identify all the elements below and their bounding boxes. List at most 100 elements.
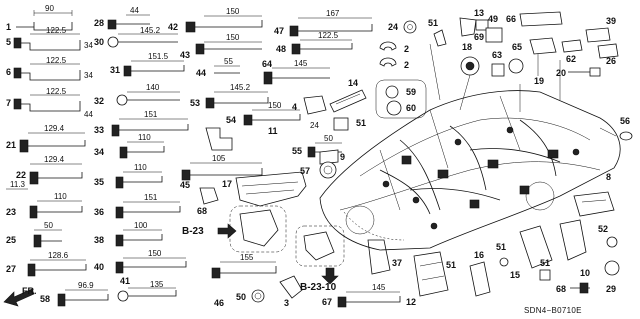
ref-b23: B-23 [182,226,204,237]
callout-47: 47 [274,26,284,36]
dim-22b: 11.3 [10,180,26,189]
front-label: FR. [22,286,37,296]
part-44-group: 44 55 [196,57,240,78]
callout-60: 60 [406,103,416,113]
callout-14: 13 [474,8,484,18]
callout-52: 52 [598,224,608,234]
dim-38: 100 [134,221,148,230]
dim-1: 90 [45,4,54,13]
part-16-group: 16 [469,250,491,297]
dim-5b: 34 [84,41,93,50]
part-68-group: 68 [197,187,219,216]
dim-28: 44 [130,6,139,15]
part-65-group: 66 [506,11,563,27]
part-35-group: 35 110 [94,163,163,189]
dim-54b: 24 [310,121,319,130]
callout-12: 12 [406,297,416,307]
callout-59: 59 [406,87,416,97]
part-51e-group: 51 [413,251,456,297]
dim-33: 151 [144,110,158,119]
callout-37: 37 [392,258,402,268]
part-4-group: 4 [292,95,327,115]
dim-43: 150 [226,33,240,42]
dim-45: 105 [212,154,226,163]
callout-46: 46 [214,298,224,308]
part-28-group: 28 44 [94,6,150,30]
dim-55: 50 [324,134,333,143]
dim-41: 135 [150,280,164,289]
part-64-group: 64 145 [262,59,330,85]
dim-6b: 34 [84,71,93,80]
dim-54: 150 [268,101,282,110]
part-47-group: 47 167 [274,9,373,37]
part-19-group: 19 [529,37,557,86]
dim-46: 155 [240,253,254,262]
callout-13: 14 [348,78,358,88]
part-12-group: 12 [406,297,416,307]
dim-36: 151 [144,193,158,202]
dim-53: 145.2 [230,83,251,92]
part-39-group: 29 [604,260,620,294]
callout-30: 30 [94,37,104,47]
part-2-group: 2 2 [379,41,409,70]
callout-8: 8 [606,172,611,182]
callout-42: 42 [168,22,178,32]
callout-11: 11 [268,126,278,136]
callout-56: 56 [620,116,630,126]
part-31-group: 31 151.5 [110,52,185,77]
part-36-group: 36 151 [94,193,181,219]
callout-15: 15 [510,270,520,280]
callout-44: 44 [196,68,206,78]
callout-57: 57 [300,166,310,176]
part-33-group: 33 151 [94,110,189,137]
part-1-group: 1 90 [6,4,73,32]
part-51c-group: 51 [496,242,509,267]
clip-5-head [13,37,22,49]
callout-39: 29 [606,284,616,294]
b23-reference-group: B-23 [182,205,287,253]
callout-51d: 51 [540,258,550,268]
callout-63: 62 [566,54,576,64]
callout-48: 48 [276,44,286,54]
callout-51e: 51 [446,260,456,270]
dim-21: 129.4 [44,124,65,133]
callout-3: 3 [284,298,289,308]
callout-41: 41 [120,276,130,286]
dim-27: 128.6 [48,251,69,260]
dim-25: 50 [44,221,53,230]
part-13-group: 14 [329,78,367,113]
part-45-group: 45 105 [180,154,263,190]
dim-32: 140 [146,83,160,92]
part-32-group: 32 140 [94,83,180,106]
callout-26: 26 [606,56,616,66]
part-63-group: 62 [561,39,583,64]
callout-25: 25 [6,235,16,245]
callout-10: 10 [580,268,590,278]
part-42-group: 42 150 [168,7,263,33]
part-40-group: 40 150 [94,249,187,274]
callout-22: 22 [16,170,26,180]
dim-7: 122.5 [46,87,67,96]
callout-9: 9 [340,152,345,162]
part-50-group: 49 [485,14,503,43]
callout-54: 54 [226,115,236,125]
part-37-group: 37 [367,239,402,275]
part-3-group: 3 [279,275,303,308]
callout-36: 36 [94,207,104,217]
dim-44: 55 [224,57,233,66]
part-24-group: 24 [388,20,417,34]
part-29-group: 50 [236,289,265,303]
dim-67: 145 [372,283,386,292]
part-51b-group: 51 [428,18,447,47]
callout-28: 28 [94,18,104,28]
callout-2a: 2 [404,44,409,54]
dim-35: 110 [134,163,147,172]
diagram-code: SDN4−B0710E [524,306,582,315]
dim-30: 145.2 [140,26,161,35]
dim-5: 122.5 [46,26,67,35]
callout-66: 68 [556,284,566,294]
dim-58: 96.9 [78,281,94,290]
part-18-group: 18 [460,42,480,76]
dim-40: 150 [148,249,162,258]
part-27-group: 27 128.6 [6,251,87,277]
